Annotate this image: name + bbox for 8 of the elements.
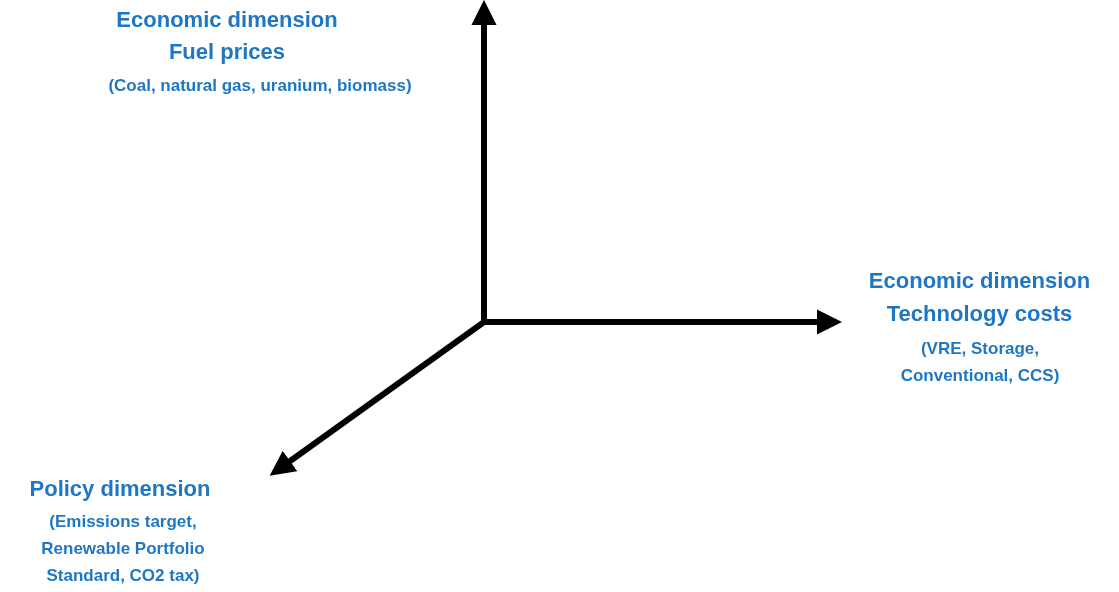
axis-title: Economic dimension: [115, 6, 339, 34]
axis-title: Fuel prices: [167, 38, 287, 66]
axis-title: Policy dimension: [28, 475, 212, 503]
axis-description: (Coal, natural gas, uranium, biomass): [107, 75, 413, 97]
axis-description: (VRE, Storage, Conventional, CCS): [899, 338, 1061, 388]
axis-title: Technology costs: [885, 300, 1074, 328]
axis-description: (Emissions target, Renewable Portfolio Standard, CO2 tax): [40, 511, 206, 588]
axis-title: Economic dimension: [867, 267, 1092, 295]
